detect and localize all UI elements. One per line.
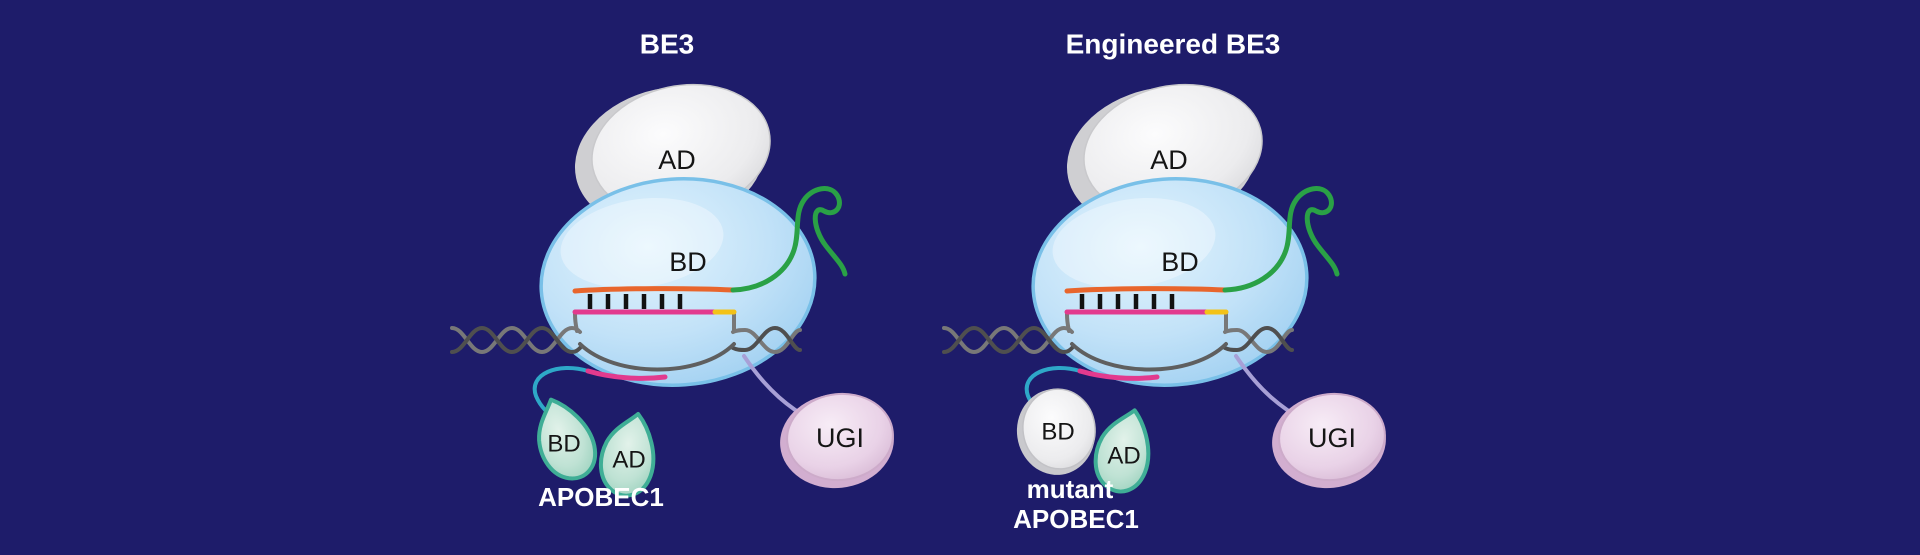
- engineered-cas9-ad-label: AD: [1150, 145, 1188, 175]
- mutant-apobec-bd-blob: [1022, 388, 1096, 470]
- be3-cas9-ad-label: AD: [658, 145, 696, 175]
- mutant-apobec-name-line2: APOBEC1: [1013, 504, 1139, 534]
- engineered-ugi-label: UGI: [1308, 423, 1356, 453]
- mutant-apobec-ad-label: AD: [1107, 443, 1140, 470]
- be3-apobec-ad-label: AD: [612, 447, 645, 474]
- be3-apobec-bd-label: BD: [547, 431, 580, 458]
- panel-title-engineered-be3: Engineered BE3: [1066, 29, 1281, 60]
- panel-title-be3: BE3: [640, 29, 694, 60]
- engineered-cas9-bd-label: BD: [1161, 247, 1199, 277]
- mutant-apobec-name-line1: mutant: [1027, 474, 1114, 504]
- mutant-apobec-bd-label: BD: [1041, 419, 1074, 446]
- be3-apobec-name: APOBEC1: [538, 482, 664, 512]
- be3-cas9-bd-label: BD: [669, 247, 707, 277]
- be3-ugi-label: UGI: [816, 423, 864, 453]
